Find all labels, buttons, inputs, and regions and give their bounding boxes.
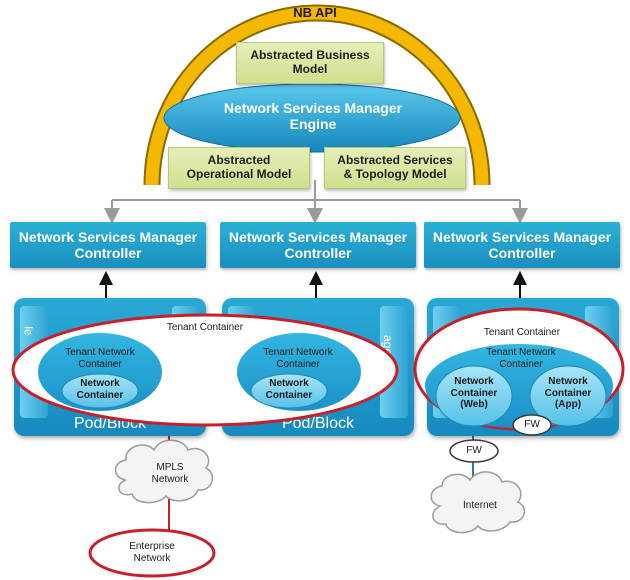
services-topology-model-box: Abstracted Services & Topology Model xyxy=(324,147,466,189)
fw-inner-label: FW xyxy=(524,419,540,430)
mpls-network-label: MPLS Network xyxy=(151,462,189,485)
tnc-2-label: Tenant Network Container xyxy=(263,347,333,370)
enterprise-network-label: Enterprise Network xyxy=(129,541,175,564)
engine-label: Network Services Manager Engine xyxy=(223,100,403,133)
controller-3: Network Services Manager Controller xyxy=(424,222,620,268)
network-container-2 xyxy=(250,373,328,409)
nc-web-label: Network Container (Web) xyxy=(450,376,498,410)
fw-outer-label: FW xyxy=(466,445,482,456)
tenant-container-left-title: Tenant Container xyxy=(166,322,244,333)
internet-label: Internet xyxy=(463,500,497,511)
network-container-1 xyxy=(61,373,139,409)
mpls-cloud-shape xyxy=(114,439,214,504)
engine-ellipse xyxy=(163,83,461,153)
tenant-container-right-title: Tenant Container xyxy=(483,327,561,338)
controller-2: Network Services Manager Controller xyxy=(220,222,416,268)
operational-model-box: Abstracted Operational Model xyxy=(168,147,310,189)
controller-1: Network Services Manager Controller xyxy=(10,222,206,268)
business-model-box: Abstracted Business Model xyxy=(236,42,384,84)
nc-2-label: Network Container xyxy=(265,378,313,401)
network-container-app xyxy=(529,365,607,427)
fw-outer-shape xyxy=(449,439,499,463)
tnc-1-label: Tenant Network Container xyxy=(65,347,135,370)
nc-app-label: Network Container (App) xyxy=(544,376,592,410)
nc-1-label: Network Container xyxy=(76,378,124,401)
fw-inner-shape xyxy=(512,414,552,436)
tnc-3-label: Tenant Network Container xyxy=(486,347,556,370)
enterprise-network-shape xyxy=(88,528,216,578)
network-container-web xyxy=(435,365,513,427)
internet-cloud-shape xyxy=(430,471,526,534)
nb-api-label: NB API xyxy=(293,5,337,20)
